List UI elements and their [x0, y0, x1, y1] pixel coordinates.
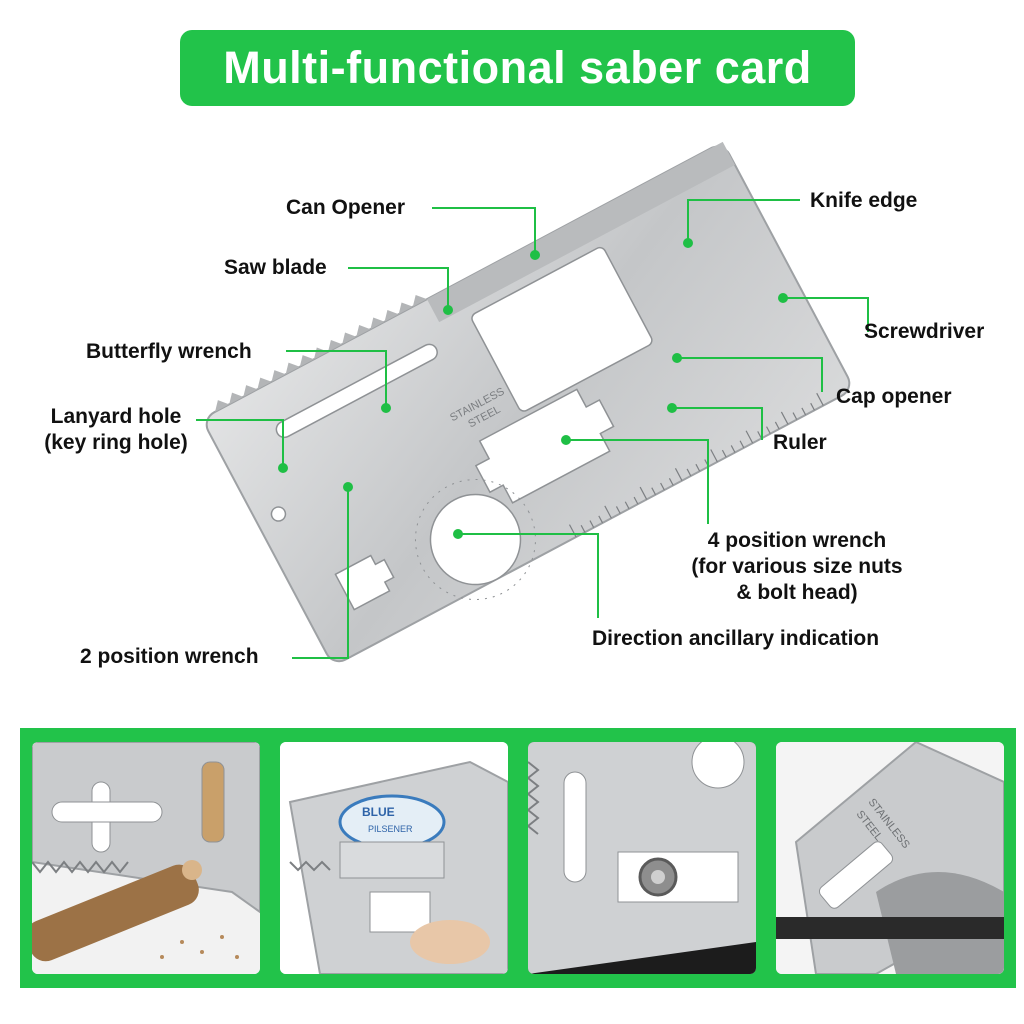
- label-lanyard-hole: Lanyard hole (key ring hole): [34, 404, 198, 456]
- photo-tightening-nut: [528, 742, 756, 974]
- page-title: Multi-functional saber card: [223, 42, 812, 93]
- leader-four-position-wrench: [566, 439, 709, 524]
- four-position-wrench-cutout: [474, 388, 615, 504]
- direction-compass-hole: [429, 493, 522, 586]
- label-ruler: Ruler: [773, 431, 827, 454]
- leader-lines: [196, 199, 869, 659]
- label-can-opener: Can Opener: [286, 196, 406, 219]
- label-four-position-wrench-line2: (for various size nuts: [691, 555, 903, 578]
- photo-sawing-wood: [32, 742, 260, 974]
- two-position-wrench-cutout: [334, 554, 395, 611]
- leader-saw-blade: [348, 267, 449, 310]
- usage-photo-strip: BLUE PILSENER STAINLESS STEEL: [20, 728, 1016, 988]
- lanyard-hole: [270, 506, 287, 522]
- knife-edge: [426, 141, 735, 323]
- bottle-cap-text-line2: PILSENER: [368, 824, 413, 834]
- label-two-position-wrench: 2 position wrench: [80, 645, 259, 668]
- title-banner: Multi-functional saber card: [180, 30, 855, 106]
- saw-teeth: [215, 294, 427, 412]
- leader-cap-opener: [677, 357, 823, 392]
- leader-two-position-wrench: [292, 487, 349, 659]
- photo-prying-lid: STAINLESS STEEL: [776, 742, 1004, 974]
- label-four-position-wrench-line1: 4 position wrench: [707, 529, 887, 552]
- saber-card: STAINLESS STEEL: [205, 141, 851, 663]
- label-lanyard-hole-line1: Lanyard hole: [50, 405, 182, 428]
- leader-screwdriver: [783, 297, 869, 332]
- label-butterfly-wrench: Butterfly wrench: [86, 340, 252, 363]
- butterfly-wrench-slot: [275, 343, 438, 439]
- label-lanyard-hole-line2: (key ring hole): [44, 431, 188, 454]
- leader-lanyard-hole: [196, 419, 284, 468]
- label-saw-blade: Saw blade: [224, 256, 327, 279]
- label-direction-indication: Direction ancillary indication: [592, 627, 880, 650]
- leader-direction-indication: [458, 533, 599, 618]
- bottle-cap-text-line1: BLUE: [362, 805, 395, 819]
- leader-can-opener: [432, 207, 536, 255]
- label-cap-opener: Cap opener: [836, 385, 952, 408]
- cap-opener-window: [471, 246, 653, 412]
- label-knife-edge: Knife edge: [810, 189, 918, 212]
- label-four-position-wrench-line3: & bolt head): [736, 581, 858, 604]
- label-screwdriver: Screwdriver: [864, 320, 985, 343]
- photo-opening-bottle-cap: BLUE PILSENER: [280, 742, 508, 974]
- leader-ruler: [672, 407, 763, 440]
- saber-card-diagram: STAINLESS STEEL: [196, 141, 869, 663]
- leader-knife-edge: [687, 199, 800, 243]
- label-four-position-wrench: 4 position wrench (for various size nuts…: [676, 528, 918, 606]
- leader-butterfly-wrench: [286, 350, 387, 408]
- leader-dots: [278, 238, 788, 539]
